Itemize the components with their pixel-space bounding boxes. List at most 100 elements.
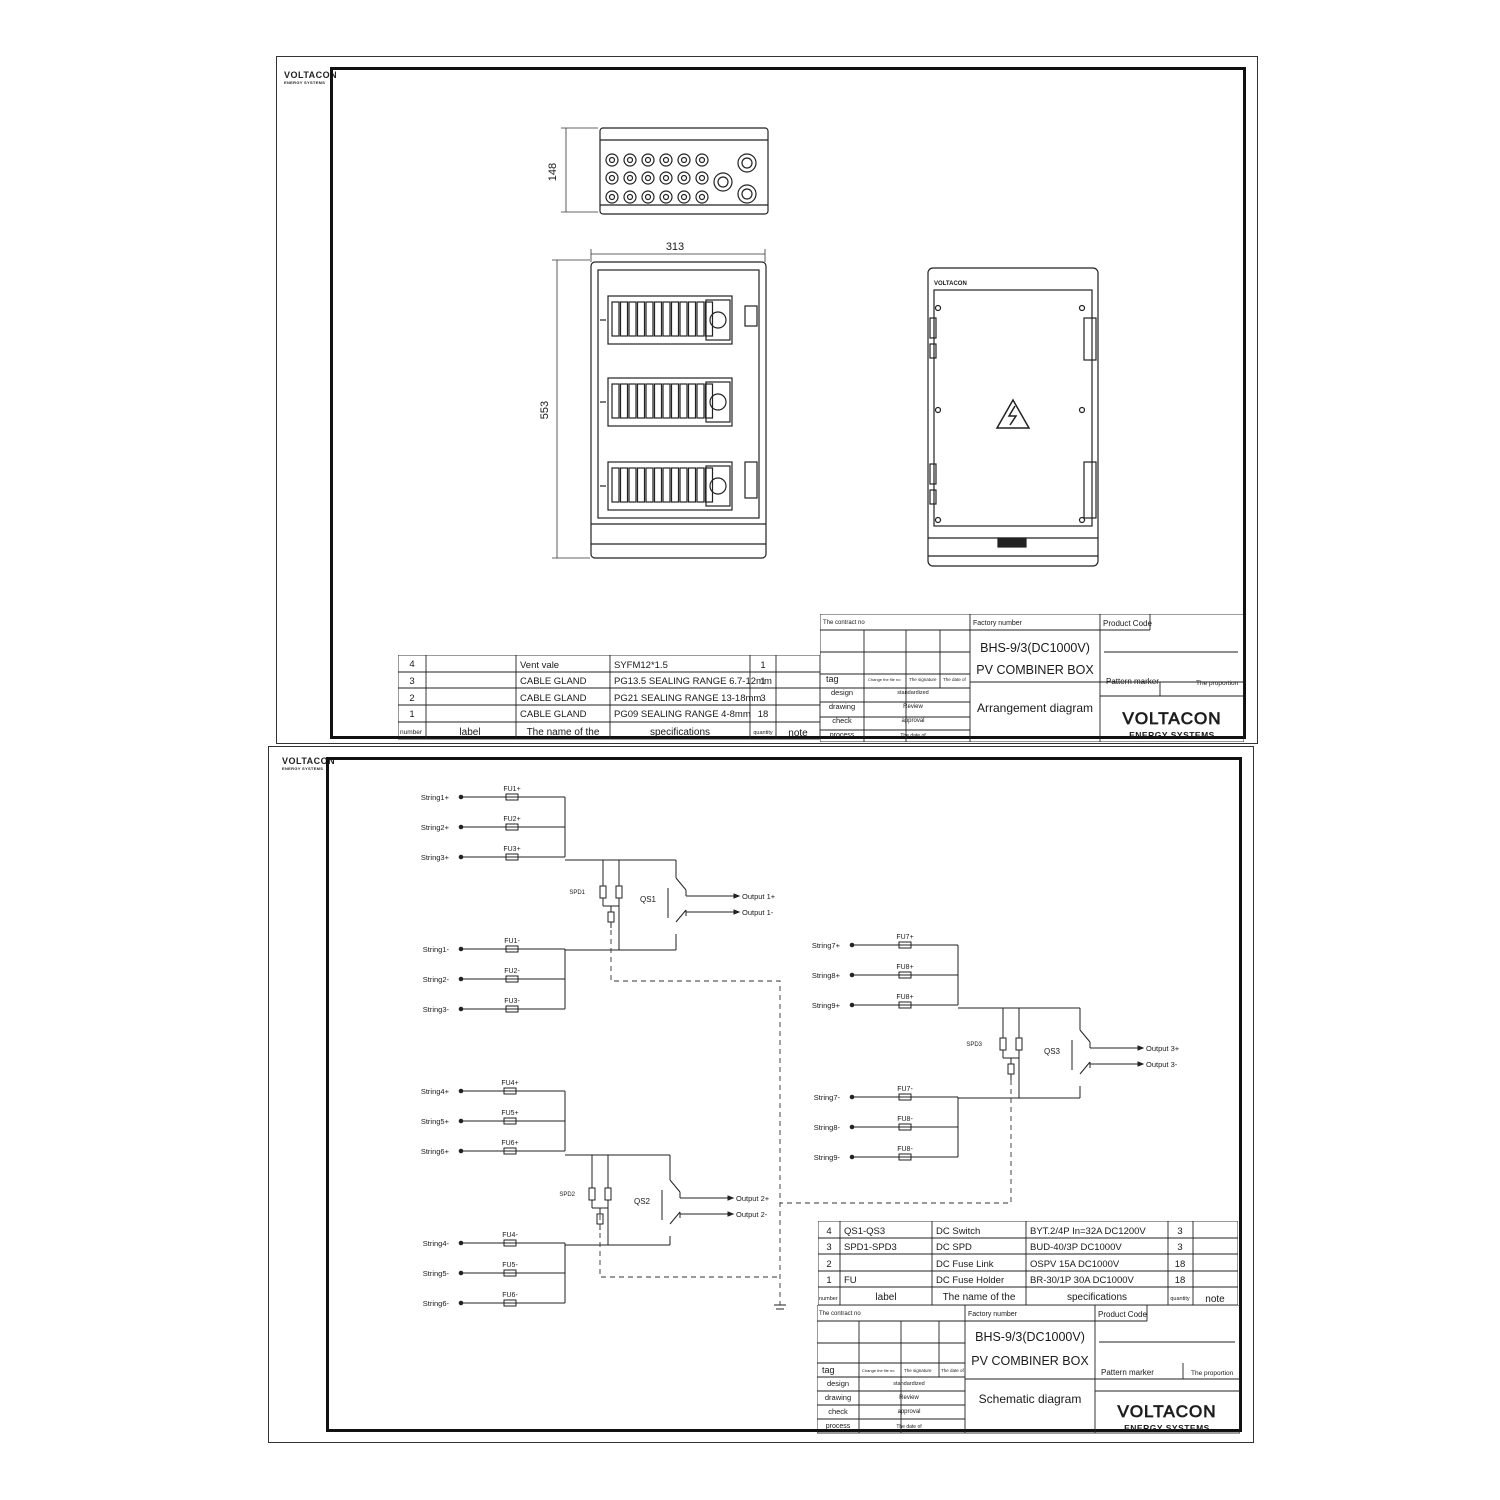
fuse-icon	[898, 971, 912, 979]
cable-gland-icon	[644, 193, 652, 201]
cable-gland-icon	[677, 190, 691, 204]
title-factory-number: Factory number	[973, 620, 1023, 627]
parts-header-name: The name of the	[527, 727, 600, 738]
schematic-label: FU3+	[503, 846, 520, 853]
arrow-icon	[727, 1195, 735, 1201]
title-brand-subtitle: ENERGY SYSTEMS	[1124, 1423, 1210, 1433]
fuse-icon	[898, 941, 912, 949]
components-row-quantity: 18	[1175, 1275, 1186, 1286]
cable-gland-icon	[641, 171, 655, 185]
switch-contact	[1079, 1061, 1091, 1075]
schematic-label: FU4-	[502, 1232, 518, 1239]
cable-gland-icon	[641, 153, 655, 167]
cable-gland-icon	[641, 190, 655, 204]
schematic-label: String3+	[421, 853, 450, 862]
parts-row-name: CABLE GLAND	[520, 676, 587, 687]
cable-gland-icon	[623, 171, 637, 185]
title-product: PV COMBINER BOX	[971, 1354, 1089, 1368]
schematic-label: String6-	[423, 1299, 450, 1308]
parts-row-name: CABLE GLAND	[520, 693, 587, 704]
title-approval: approval	[897, 1409, 920, 1415]
title-product-code: Product Code	[1103, 619, 1152, 628]
title-approval: approval	[901, 718, 924, 724]
fuse-holder-module	[653, 301, 663, 337]
fuse-holder-module	[636, 467, 646, 503]
height-dimension-label: 553	[539, 401, 551, 419]
arrangement-drawing: 148 313 553	[539, 127, 1099, 567]
parts-row-spec: PG09 SEALING RANGE 4-8mm	[614, 709, 751, 720]
cable-gland-icon	[680, 174, 688, 182]
schematic-label: String2+	[421, 823, 450, 832]
fuse-holder-module	[619, 301, 629, 337]
cable-gland-icon	[605, 171, 619, 185]
schematic-label: String2-	[423, 975, 450, 984]
schematic-label: FU5-	[502, 1262, 518, 1269]
parts-header-label: label	[459, 727, 480, 738]
parts-row-quantity: 1	[760, 676, 765, 687]
schematic-label: FU5+	[501, 1110, 518, 1117]
schematic-label: Output 3-	[1146, 1060, 1178, 1069]
parts-row-number: 1	[409, 709, 414, 720]
components-row-quantity: 3	[1177, 1242, 1182, 1253]
enclosure-door-logo: VOLTACON	[934, 281, 967, 287]
title-drawing-title: Arrangement diagram	[977, 701, 1093, 715]
schematic-label: Output 1+	[742, 892, 776, 901]
title-approval: The date of	[900, 733, 926, 739]
schematic-label: FU3-	[504, 998, 520, 1005]
dc-switch-body	[705, 381, 731, 423]
schematic-label: SPD2	[559, 1192, 575, 1198]
cable-gland-icon	[659, 171, 673, 185]
title-role: design	[827, 1379, 849, 1388]
components-row-number: 4	[826, 1226, 831, 1237]
components-row-spec: BYT.2/4P In=32A DC1200V	[1030, 1226, 1146, 1237]
spd-icon	[604, 1187, 612, 1201]
components-row-quantity: 3	[1177, 1226, 1182, 1237]
fuse-icon	[898, 1001, 912, 1009]
schematic-label: FU7-	[897, 1086, 913, 1093]
cable-gland-icon	[698, 174, 706, 182]
spd-icon	[615, 885, 623, 899]
fuse-holder-module	[687, 467, 697, 503]
fuse-holder-module	[662, 467, 671, 503]
schematic-label: String8+	[812, 971, 841, 980]
spd-icon	[999, 1037, 1007, 1051]
parts-header-note: note	[788, 728, 808, 739]
schematic-label: FU1-	[504, 938, 520, 945]
schematic-label: FU6+	[501, 1140, 518, 1147]
depth-dimension-line	[561, 127, 598, 213]
parts-row-name: CABLE GLAND	[520, 709, 587, 720]
cable-gland-icon	[680, 156, 688, 164]
title-drawing-title: Schematic diagram	[979, 1392, 1082, 1406]
components-row-name: DC Fuse Link	[936, 1259, 994, 1270]
title-role: process	[830, 732, 855, 739]
schematic-label: QS1	[640, 895, 657, 904]
schematic-label: String3-	[423, 1005, 450, 1014]
parts-header-number: number	[400, 729, 423, 736]
components-row-quantity: 18	[1175, 1259, 1186, 1270]
fuse-holder-module	[636, 301, 646, 337]
cable-gland-icon	[644, 156, 652, 164]
enclosure-front-closed	[927, 267, 1099, 567]
schematic-label: Output 2+	[736, 1194, 770, 1203]
fuse-holder-module	[619, 383, 629, 419]
title-role: check	[828, 1407, 848, 1416]
cable-gland-icon	[698, 193, 706, 201]
schematic-frame	[326, 757, 1242, 1432]
components-header-note: note	[1205, 1294, 1225, 1305]
arrangement-frame	[330, 67, 1246, 739]
title-date-of: The date of	[943, 677, 967, 682]
schematic-label: String7+	[812, 941, 841, 950]
din-rail-module-row	[607, 295, 733, 345]
fuse-icon	[505, 823, 519, 831]
schematic-label: QS3	[1044, 1047, 1061, 1056]
components-row-spec: BUD-40/3P DC1000V	[1030, 1242, 1122, 1253]
title-signature: The signature	[904, 1368, 932, 1373]
schematic-label: String8-	[814, 1123, 841, 1132]
title-pattern-marker: Pattern marker	[1101, 1368, 1154, 1377]
switch-contact	[1079, 1029, 1091, 1043]
arrangement-sheet-border	[276, 56, 1258, 744]
fuse-holder-module	[696, 301, 705, 337]
dc-switch-knob-icon	[709, 477, 727, 495]
parts-row-name: Vent vale	[520, 660, 559, 671]
